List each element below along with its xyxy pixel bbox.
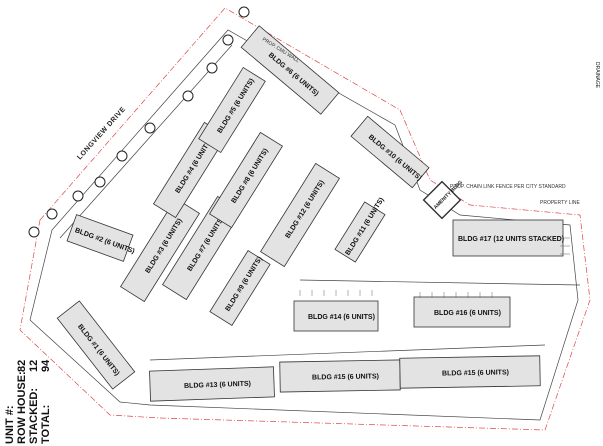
svg-text:BLDG #15 (6 UNITS): BLDG #15 (6 UNITS) <box>312 373 379 381</box>
building-16: BLDG #16 (6 UNITS) <box>413 296 511 328</box>
building-2: BLDG #2 (6 UNITS) <box>66 214 135 262</box>
building-17: BLDG #17 (12 UNITS STACKED) <box>452 219 564 257</box>
parking-stalls <box>299 237 570 298</box>
property-boundary <box>19 7 591 431</box>
stacked-value: 12 <box>28 359 40 372</box>
total-value: 94 <box>40 359 52 372</box>
unit-count-label: UNIT #: <box>4 405 16 445</box>
inner-curb-line <box>59 44 233 239</box>
building-11: BLDG #11 (6 UNITS) <box>334 197 386 263</box>
building-5: BLDG #5 (6 UNITS) <box>198 66 266 154</box>
svg-text:BLDG #17 (12 UNITS STACKED): BLDG #17 (12 UNITS STACKED) <box>458 236 564 243</box>
building-13: BLDG #13 (6 UNITS) <box>149 366 275 402</box>
row-house-value: 82 <box>16 359 28 372</box>
svg-text:BLDG #13 (6 UNITS): BLDG #13 (6 UNITS) <box>184 381 251 390</box>
building-12: BLDG #12 (6 UNITS) <box>260 162 340 268</box>
row-house-label: ROW HOUSE: <box>16 371 28 444</box>
notes-panel: DRAINAGE <box>395 0 603 215</box>
building-6: BLDG #6 (6 UNITS) <box>240 25 340 115</box>
drainage-heading: DRAINAGE <box>594 62 600 89</box>
building-4: BLDG #4 (6 UNITS) <box>152 121 228 219</box>
svg-text:BLDG #15 (6 UNITS): BLDG #15 (6 UNITS) <box>442 369 509 377</box>
building-14: BLDG #14 (6 UNITS) <box>293 300 379 332</box>
svg-text:BLDG #16 (6 UNITS): BLDG #16 (6 UNITS) <box>434 310 501 317</box>
stacked-label: STACKED: <box>28 387 40 444</box>
property-line-note: PROPERTY LINE <box>540 200 580 206</box>
site-road-outline <box>29 29 579 421</box>
building-15: BLDG #15 (6 UNITS) <box>279 359 401 393</box>
total-label: TOTAL: <box>40 404 52 444</box>
building-15-east: BLDG #15 (6 UNITS) <box>399 355 541 389</box>
unit-summary: UNIT #: ROW HOUSE: STACKED: TOTAL: 82 12… <box>2 346 62 446</box>
building-1: BLDG #1 (6 UNITS) <box>56 300 136 390</box>
svg-text:BLDG #14 (6 UNITS): BLDG #14 (6 UNITS) <box>308 314 375 321</box>
drive-aisle-line <box>149 344 546 361</box>
street-trees <box>28 6 250 238</box>
building-9: BLDG #9 (6 UNITS) <box>209 250 271 326</box>
chain-link-note: PROP. CHAIN LINK FENCE PER CITY STANDARD <box>450 184 566 190</box>
drive-aisle-line <box>299 279 581 286</box>
